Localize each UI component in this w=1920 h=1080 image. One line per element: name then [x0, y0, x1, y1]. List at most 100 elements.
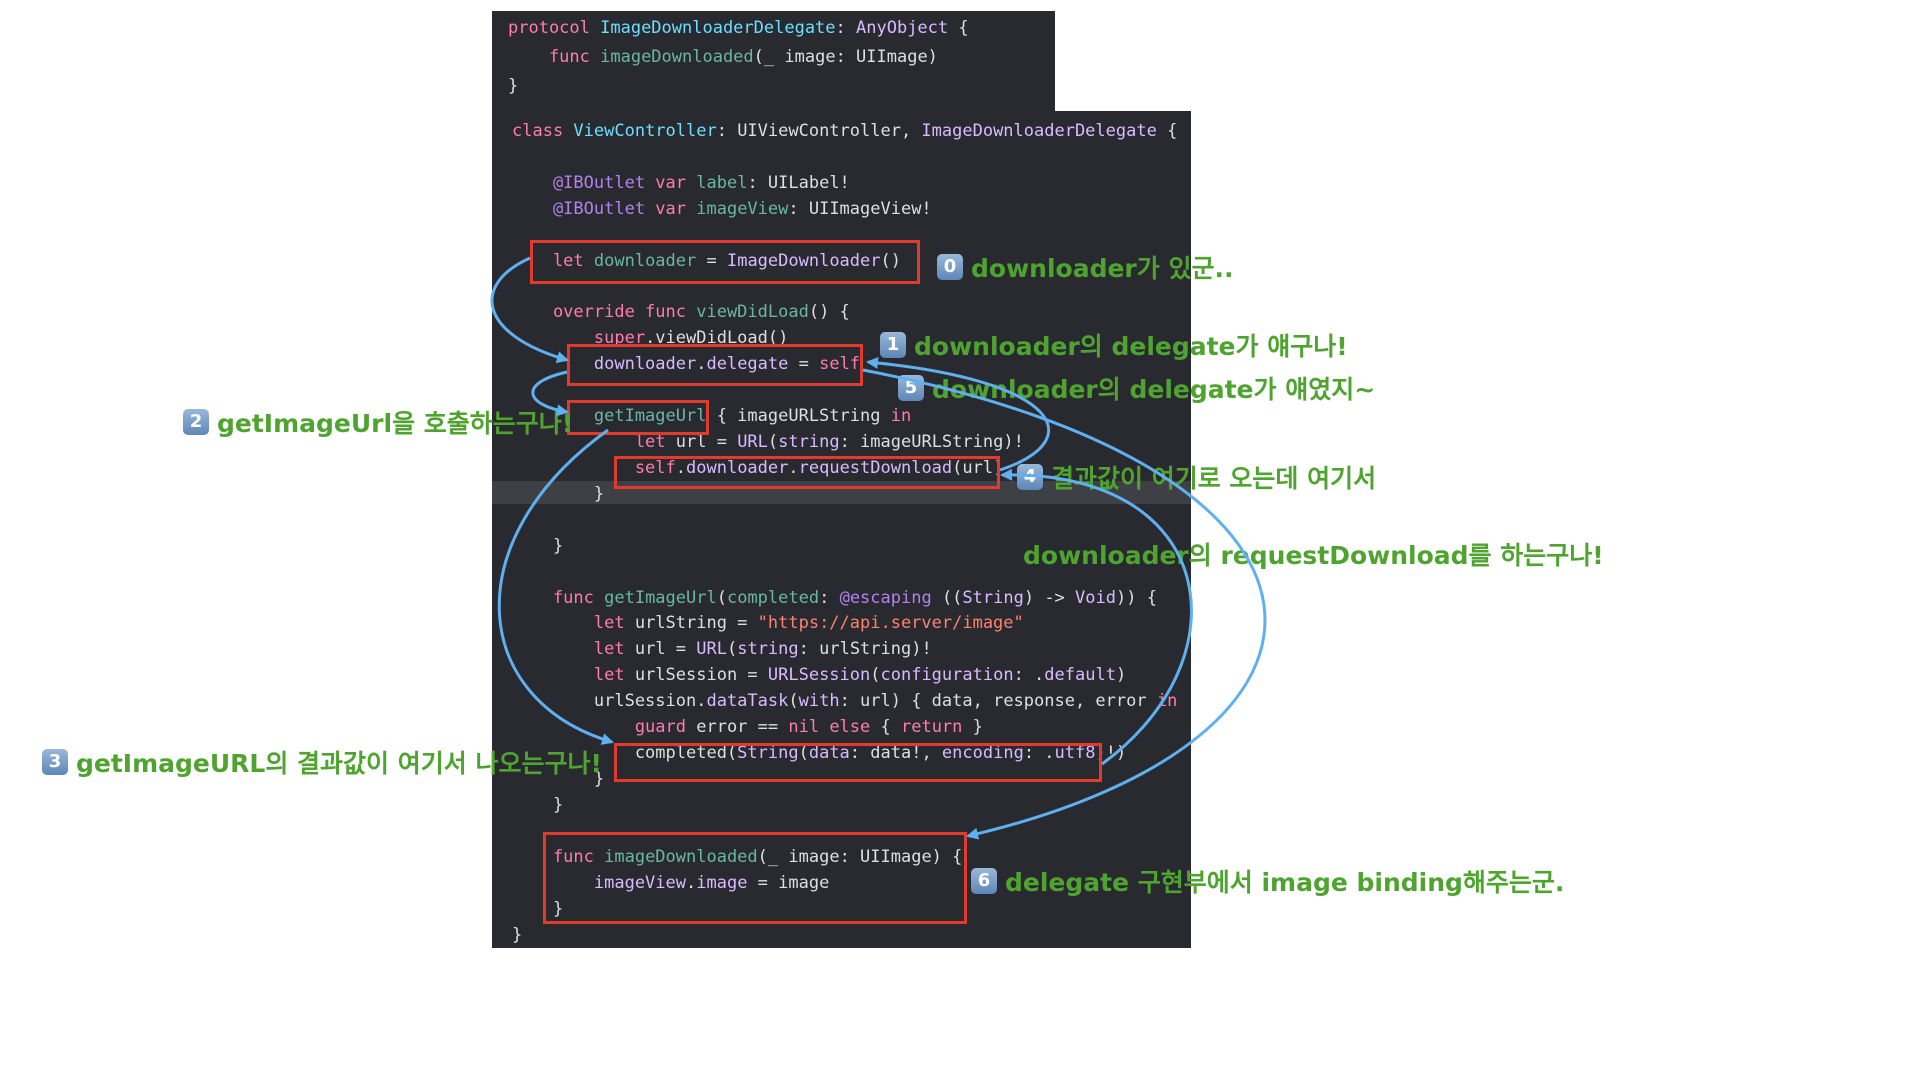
code-line: }	[512, 768, 604, 790]
code-line: protocol ImageDownloaderDelegate: AnyObj…	[508, 17, 969, 39]
code-line: self.downloader.requestDownload(url)	[512, 457, 1004, 479]
arrow-delegate-to-get-image-url	[531, 370, 569, 417]
view-controller-code-block	[492, 111, 1191, 948]
code-line: func imageDownloaded(_ image: UIImage) {	[512, 846, 962, 868]
code-token: (_	[757, 846, 789, 867]
code-token: =	[696, 250, 727, 271]
arrow-declaration-to-delegate	[490, 256, 569, 363]
code-token: (_	[753, 47, 785, 67]
annotation-text: downloader가 있군..	[971, 254, 1234, 283]
code-line: }	[508, 75, 518, 97]
arrow-completed-to-request-download	[1000, 468, 1193, 766]
code-token: encoding	[941, 743, 1024, 764]
code-token: : UIImageView!	[788, 198, 932, 219]
code-token: : urlString)!	[798, 639, 932, 660]
code-token: .	[675, 457, 687, 478]
code-token: func	[512, 587, 605, 608]
step-badge: 3	[42, 749, 68, 775]
annotation-text: downloader의 requestDownload를 하는구나!	[1023, 541, 1604, 570]
code-token: String	[962, 587, 1024, 608]
step-badge: 2	[183, 409, 209, 435]
annotation-text: downloader의 delegate가 얘구나!	[914, 332, 1348, 361]
code-token: {	[880, 717, 901, 738]
protocol-code-block	[492, 11, 1055, 111]
code-token: .	[788, 457, 799, 478]
code-token: label	[696, 172, 748, 193]
code-token: self	[512, 457, 676, 478]
code-token: error ==	[696, 717, 789, 738]
code-token: image	[784, 47, 836, 67]
code-token: .viewDidLoad()	[645, 328, 789, 349]
code-token: let	[512, 250, 594, 271]
code-token: URL	[696, 639, 727, 660]
code-token: = image	[747, 872, 830, 893]
code-line: override func viewDidLoad() {	[512, 301, 850, 323]
code-token: .	[696, 354, 707, 375]
code-token: (	[767, 432, 779, 453]
code-token: }	[512, 483, 605, 504]
annotation-2: 2 getImageUrl을 호출하는구나!	[183, 404, 573, 440]
code-token: func	[508, 47, 601, 67]
annotation-6: 6 delegate 구현부에서 image binding해주는군.	[971, 863, 1564, 899]
code-token: imageDownloaded	[600, 47, 754, 67]
code-token: : imageURLString)!	[839, 432, 1024, 453]
code-token: in	[890, 406, 912, 427]
code-token: :	[835, 18, 857, 38]
code-token: ()	[880, 250, 901, 271]
code-token: image	[788, 846, 840, 867]
code-token: (	[726, 639, 738, 660]
code-token: { imageURLString	[706, 406, 891, 427]
code-token: URLSession	[767, 665, 871, 686]
code-token: urlSession.	[512, 691, 707, 712]
code-token: urlString =	[634, 613, 758, 634]
code-line: guard error == nil else { return }	[512, 716, 983, 738]
annotation-3: 3 getImageURL의 결과값이 여기서 나오는구나!	[42, 744, 602, 780]
code-line: downloader.delegate = self	[512, 353, 860, 375]
annotation-text: getImageUrl을 호출하는구나!	[217, 409, 574, 438]
code-token: string	[737, 639, 799, 660]
code-token: @IBOutlet	[512, 198, 656, 219]
code-token: : .	[1013, 665, 1045, 686]
code-token: : data!,	[849, 743, 942, 764]
code-token: (	[798, 743, 809, 764]
code-token: downloader	[512, 354, 697, 375]
code-token: self	[819, 354, 861, 375]
code-token: url =	[634, 639, 697, 660]
code-token: imageView	[512, 872, 686, 893]
code-token: completed	[726, 587, 820, 608]
code-line: func imageDownloaded(_ image: UIImage)	[508, 46, 938, 68]
code-token: imageView	[696, 198, 789, 219]
code-token: class	[512, 121, 574, 141]
code-token: (	[716, 587, 727, 608]
code-token: : UIImage) {	[839, 846, 963, 867]
code-line: getImageUrl { imageURLString in	[512, 405, 911, 427]
code-token: super	[512, 328, 646, 349]
box-completed-call	[614, 743, 1102, 782]
code-line: super.viewDidLoad()	[512, 327, 788, 349]
step-badge: 6	[971, 868, 997, 894]
code-token: }	[512, 535, 564, 556]
arrow-request-download-to-delegate	[866, 356, 1051, 472]
code-line: let urlSession = URLSession(configuratio…	[512, 664, 1126, 686]
code-token: requestDownload	[798, 457, 953, 478]
code-token: }	[512, 769, 605, 789]
code-token: default	[1044, 665, 1116, 686]
box-image-downloaded-impl	[543, 832, 967, 924]
annotation-4-continued: downloader의 requestDownload를 하는구나!	[1023, 536, 1604, 572]
code-line: }	[512, 924, 522, 946]
code-token: in	[1156, 691, 1178, 712]
annotation-text: delegate 구현부에서 image binding해주는군.	[1005, 868, 1565, 897]
code-token: ImageDownloaderDelegate	[921, 121, 1157, 141]
code-token: override func	[512, 302, 697, 323]
code-token: nil	[788, 717, 830, 738]
code-token: with	[798, 691, 840, 712]
code-token: delegate	[706, 354, 789, 375]
code-line: let url = URL(string: imageURLString)!	[512, 431, 1024, 453]
arrow-get-image-url-to-completed	[497, 428, 614, 745]
code-token: let	[512, 639, 635, 660]
code-line: @IBOutlet var label: UILabel!	[512, 172, 850, 194]
code-token: let	[512, 432, 676, 453]
box-get-image-url-call	[567, 400, 709, 435]
code-token: ((	[931, 587, 963, 608]
